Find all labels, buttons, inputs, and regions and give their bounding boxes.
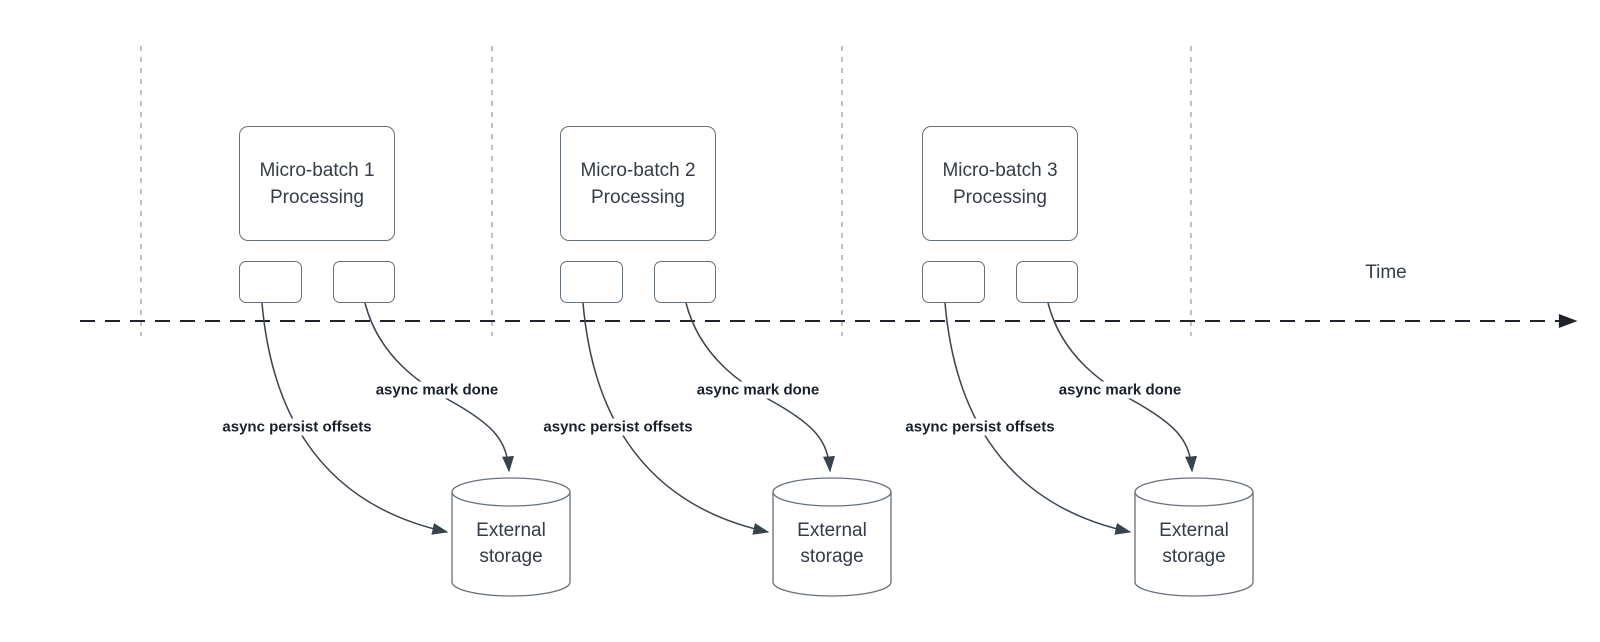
microbatch-processing-box: Micro-batch 3 Processing: [922, 126, 1078, 241]
processing-box-title-line1: Micro-batch 2: [580, 159, 696, 181]
persist-offsets-label: async persist offsets: [902, 418, 1058, 436]
storage-cylinder: [451, 477, 571, 597]
processing-box-title-line1: Micro-batch 1: [259, 159, 375, 181]
persist-offsets-task-box: [560, 261, 623, 303]
mark-done-task-box: [654, 261, 716, 303]
mark-done-label: async mark done: [693, 381, 823, 399]
storage-cylinder: [772, 477, 892, 597]
microbatch-3-shapes: [944, 302, 1254, 597]
external-storage-label: External storage: [797, 520, 867, 567]
storage-cylinder-rim: [772, 491, 892, 507]
persist-offsets-arrow: [261, 302, 449, 535]
microbatch-2-shapes: [582, 302, 892, 597]
processing-box-title-line2: Processing: [953, 186, 1047, 208]
processing-box-title-line2: Processing: [591, 186, 685, 208]
persist-offsets-arrow: [944, 302, 1132, 535]
mark-done-arrow: [685, 302, 836, 473]
storage-cylinder: [1134, 477, 1254, 597]
mark-done-label: async mark done: [1055, 381, 1185, 399]
mark-done-task-box: [1016, 261, 1078, 303]
persist-offsets-label: async persist offsets: [540, 418, 696, 436]
time-axis-label: Time: [1365, 262, 1407, 283]
mark-done-label: async mark done: [372, 381, 502, 399]
mark-done-task-box: [333, 261, 395, 303]
microbatch-processing-box: Micro-batch 2 Processing: [560, 126, 716, 241]
processing-box-title-line2: Processing: [270, 186, 364, 208]
external-storage-label: External storage: [476, 520, 546, 567]
storage-cylinder-rim: [1134, 491, 1254, 507]
external-storage-label: External storage: [1159, 520, 1229, 567]
microbatch-processing-box: Micro-batch 1 Processing: [239, 126, 395, 241]
mark-done-arrow: [1047, 302, 1198, 473]
processing-box-title-line1: Micro-batch 3: [942, 159, 1058, 181]
storage-cylinder-rim: [451, 491, 571, 507]
mark-done-arrow: [364, 302, 515, 473]
persist-offsets-arrow: [582, 302, 770, 535]
microbatch-1-shapes: [261, 302, 571, 597]
persist-offsets-task-box: [239, 261, 302, 303]
persist-offsets-task-box: [922, 261, 985, 303]
persist-offsets-label: async persist offsets: [219, 418, 375, 436]
